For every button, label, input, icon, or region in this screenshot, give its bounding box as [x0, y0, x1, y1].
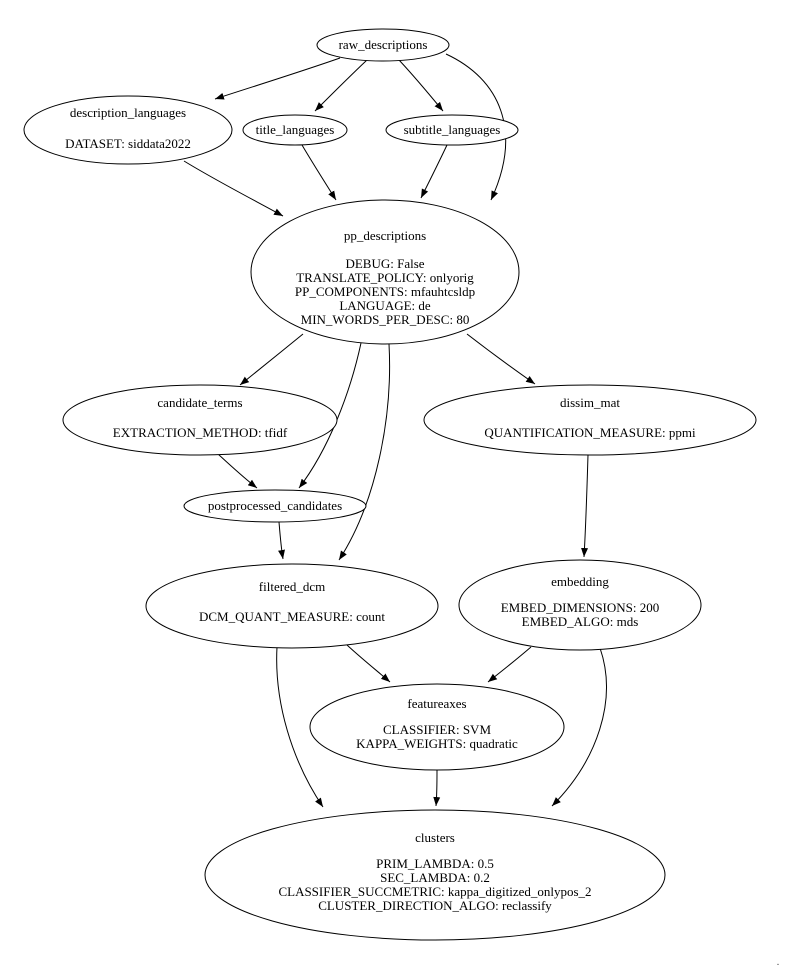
node-candidate-terms: candidate_terms EXTRACTION_METHOD: tfidf [62, 384, 338, 456]
featureaxes-param: KAPPA_WEIGHTS: quadratic [356, 736, 518, 751]
edge-raw_descriptions-description_languages [214, 57, 341, 100]
node-embedding: embedding EMBED_DIMENSIONS: 200 EMBED_AL… [458, 559, 702, 651]
clusters-param: PRIM_LAMBDA: 0.5 [376, 856, 494, 871]
candidate-terms-param: EXTRACTION_METHOD: tfidf [113, 425, 288, 440]
clusters-title: clusters [415, 830, 455, 845]
pp-descriptions-param: PP_COMPONENTS: mfauhtcsldp [295, 284, 475, 299]
filtered-dcm-param: DCM_QUANT_MEASURE: count [199, 609, 385, 624]
node-featureaxes: featureaxes CLASSIFIER: SVM KAPPA_WEIGHT… [309, 683, 565, 771]
edge-pp_descriptions-candidate_terms [239, 333, 304, 386]
pp-descriptions-ellipse [250, 199, 520, 345]
node-description-languages: description_languages DATASET: siddata20… [23, 95, 233, 165]
dissim-mat-ellipse [423, 384, 757, 456]
edge-featureaxes-clusters [433, 769, 441, 807]
postprocessed-candidates-title: postprocessed_candidates [208, 498, 342, 513]
postprocessed-candidates-ellipse [183, 489, 367, 523]
featureaxes-param: CLASSIFIER: SVM [383, 722, 491, 737]
description-languages-ellipse [23, 95, 233, 165]
featureaxes-title: featureaxes [407, 696, 466, 711]
description-languages-param: DATASET: siddata2022 [65, 136, 191, 151]
edge-dissim_mat-embedding [581, 454, 589, 558]
title-languages-ellipse [242, 114, 348, 146]
embedding-ellipse [458, 559, 702, 651]
clusters-ellipse [204, 809, 666, 941]
pp-descriptions-param: TRANSLATE_POLICY: onlyorig [296, 270, 474, 285]
node-raw-descriptions: raw_descriptions [316, 28, 450, 62]
clusters-param: SEC_LAMBDA: 0.2 [380, 870, 490, 885]
edge-description_languages-pp_descriptions [183, 160, 284, 217]
edge-filtered_dcm-clusters [276, 646, 324, 808]
node-dissim-mat: dissim_mat QUANTIFICATION_MEASURE: ppmi [423, 384, 757, 456]
pp-descriptions-param: DEBUG: False [345, 256, 424, 271]
node-filtered-dcm: filtered_dcm DCM_QUANT_MEASURE: count [145, 563, 439, 649]
corner-mark: . [777, 956, 780, 968]
edge-layer [183, 53, 607, 808]
edge-raw_descriptions-pp_descriptions [445, 53, 507, 201]
edge-filtered_dcm-featureaxes [346, 644, 391, 683]
edge-embedding-featureaxes [487, 646, 532, 683]
featureaxes-ellipse [309, 683, 565, 771]
node-title-languages: title_languages [242, 114, 348, 146]
node-postprocessed-candidates: postprocessed_candidates [183, 489, 367, 523]
title-languages-title: title_languages [256, 122, 335, 137]
edge-pp_descriptions-filtered_dcm [338, 343, 391, 561]
filtered-dcm-ellipse [145, 563, 439, 649]
node-subtitle-languages: subtitle_languages [385, 114, 519, 146]
raw-descriptions-ellipse [316, 28, 450, 62]
dissim-mat-title: dissim_mat [560, 395, 620, 410]
edge-raw_descriptions-title_languages [314, 59, 368, 112]
description-languages-title: description_languages [70, 105, 186, 120]
edge-raw_descriptions-subtitle_languages [398, 59, 444, 112]
candidate-terms-title: candidate_terms [157, 395, 242, 410]
node-pp-descriptions: pp_descriptions DEBUG: False TRANSLATE_P… [250, 199, 520, 345]
raw-descriptions-title: raw_descriptions [339, 37, 428, 52]
edge-candidate_terms-postprocessed_candidates [217, 453, 258, 489]
edge-title_languages-pp_descriptions [301, 144, 337, 201]
edge-subtitle_languages-pp_descriptions [420, 144, 448, 199]
edge-embedding-clusters [551, 647, 607, 807]
candidate-terms-ellipse [62, 384, 338, 456]
embedding-param: EMBED_DIMENSIONS: 200 [501, 600, 660, 615]
edge-pp_descriptions-dissim_mat [466, 333, 536, 385]
edge-postprocessed_candidates-filtered_dcm [278, 521, 285, 560]
filtered-dcm-title: filtered_dcm [259, 579, 325, 594]
subtitle-languages-ellipse [385, 114, 519, 146]
clusters-param: CLASSIFIER_SUCCMETRIC: kappa_digitized_o… [278, 884, 591, 899]
subtitle-languages-title: subtitle_languages [404, 122, 501, 137]
dissim-mat-param: QUANTIFICATION_MEASURE: ppmi [484, 425, 696, 440]
node-clusters: clusters PRIM_LAMBDA: 0.5 SEC_LAMBDA: 0.… [204, 809, 666, 941]
clusters-param: CLUSTER_DIRECTION_ALGO: reclassify [318, 898, 552, 913]
pp-descriptions-title: pp_descriptions [344, 228, 426, 243]
pp-descriptions-param: LANGUAGE: de [339, 298, 431, 313]
pp-descriptions-param: MIN_WORDS_PER_DESC: 80 [301, 312, 470, 327]
embedding-title: embedding [551, 574, 609, 589]
embedding-param: EMBED_ALGO: mds [522, 614, 639, 629]
